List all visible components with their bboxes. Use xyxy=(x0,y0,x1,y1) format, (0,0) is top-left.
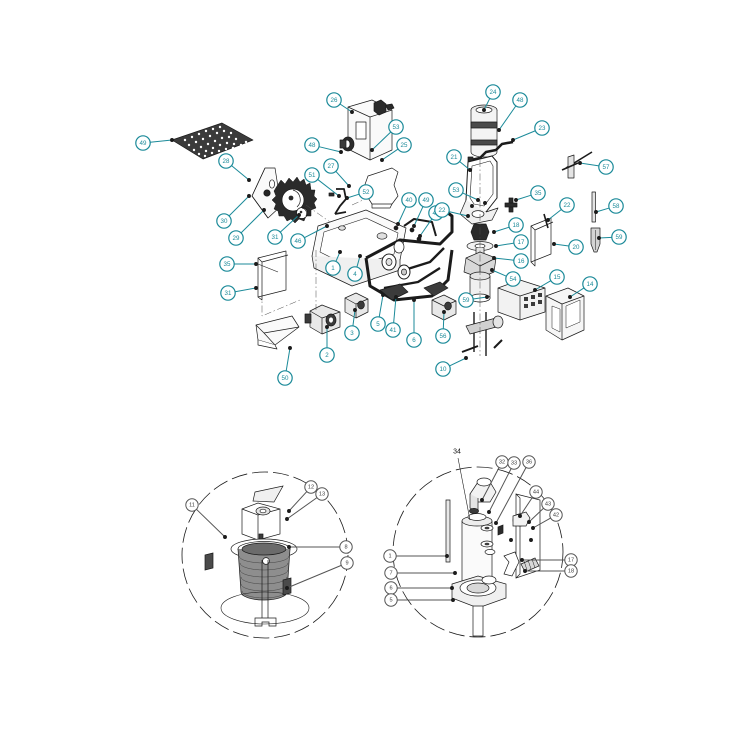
detail-right-arrows xyxy=(445,498,535,602)
detail-left-arrows xyxy=(223,509,291,590)
callout-11[interactable]: 11 xyxy=(185,498,199,512)
callout-49[interactable]: 49 xyxy=(418,192,434,208)
part-terminal-block xyxy=(497,279,546,321)
callout-16[interactable]: 16 xyxy=(513,253,529,269)
callout-25[interactable]: 25 xyxy=(396,137,412,153)
callout-33[interactable]: 33 xyxy=(507,456,521,470)
callout-48[interactable]: 48 xyxy=(304,137,320,153)
callout-41[interactable]: 41 xyxy=(385,322,401,338)
detail-right-drawing xyxy=(392,457,565,638)
callout-13[interactable]: 13 xyxy=(315,487,329,501)
callout-9[interactable]: 9 xyxy=(340,556,354,570)
callout-31[interactable]: 31 xyxy=(267,229,283,245)
callout-44[interactable]: 44 xyxy=(529,485,543,499)
callout-1[interactable]: 1 xyxy=(383,549,397,563)
callout-29[interactable]: 29 xyxy=(228,230,244,246)
callout-22[interactable]: 22 xyxy=(434,202,450,218)
part-connector-block-b xyxy=(344,292,369,319)
plain-label-group: 34 xyxy=(453,449,461,456)
callout-4[interactable]: 4 xyxy=(347,266,363,282)
callout-52[interactable]: 52 xyxy=(358,184,374,200)
detail-left-leaders xyxy=(196,491,342,589)
callout-6[interactable]: 6 xyxy=(406,332,422,348)
callout-6[interactable]: 6 xyxy=(384,581,398,595)
part-upper-housing xyxy=(339,99,395,161)
part-pin-59 xyxy=(590,227,601,253)
callout-23[interactable]: 23 xyxy=(534,120,550,136)
callout-48[interactable]: 48 xyxy=(512,92,528,108)
main-leader-lines xyxy=(150,98,612,371)
callout-32[interactable]: 32 xyxy=(495,455,509,469)
callout-30[interactable]: 30 xyxy=(216,213,232,229)
callout-42[interactable]: 42 xyxy=(549,508,563,522)
part-chassis-frame xyxy=(364,208,454,302)
callout-54[interactable]: 54 xyxy=(505,271,521,287)
callout-50[interactable]: 50 xyxy=(277,370,293,386)
callout-22[interactable]: 22 xyxy=(559,197,575,213)
callout-24[interactable]: 24 xyxy=(485,84,501,100)
callout-43[interactable]: 43 xyxy=(541,497,555,511)
callout-18[interactable]: 18 xyxy=(508,217,524,233)
callout-21[interactable]: 21 xyxy=(446,149,462,165)
callout-5[interactable]: 5 xyxy=(370,316,386,332)
detail-left-drawing xyxy=(181,471,349,639)
callout-3[interactable]: 3 xyxy=(344,325,360,341)
callout-35[interactable]: 35 xyxy=(530,185,546,201)
callout-53[interactable]: 53 xyxy=(388,119,404,135)
callout-46[interactable]: 46 xyxy=(290,233,306,249)
callout-58[interactable]: 58 xyxy=(608,198,624,214)
callout-8[interactable]: 8 xyxy=(339,540,353,554)
detail-circle-left xyxy=(181,471,349,639)
part-round-cap xyxy=(296,207,308,219)
callout-27[interactable]: 27 xyxy=(323,158,339,174)
callout-15[interactable]: 15 xyxy=(549,269,565,285)
part-lower-fasteners xyxy=(431,294,504,356)
part-pivot-pin xyxy=(263,189,271,197)
part-motor-canister xyxy=(470,104,498,158)
detail-right-leaders xyxy=(396,467,565,601)
callout-10[interactable]: 10 xyxy=(435,361,451,377)
part-flat-panel-left xyxy=(257,250,289,301)
part-pin-58 xyxy=(591,191,596,223)
part-hose-clamps xyxy=(393,225,422,242)
callout-49[interactable]: 49 xyxy=(135,135,151,151)
main-leader-arrows xyxy=(170,108,601,360)
callout-17[interactable]: 17 xyxy=(513,234,529,250)
main-assembly-drawing xyxy=(150,98,612,371)
callout-56[interactable]: 56 xyxy=(435,328,451,344)
callout-53[interactable]: 53 xyxy=(448,182,464,198)
callout-31[interactable]: 31 xyxy=(220,285,236,301)
callout-26[interactable]: 26 xyxy=(326,92,342,108)
callout-2[interactable]: 2 xyxy=(319,347,335,363)
part-pin-35 xyxy=(504,197,518,213)
callout-57[interactable]: 57 xyxy=(598,159,614,175)
part-long-rod-57 xyxy=(561,151,593,179)
callout-18[interactable]: 18 xyxy=(564,564,578,578)
callout-28[interactable]: 28 xyxy=(218,153,234,169)
plain-label-34: 34 xyxy=(453,449,461,456)
callout-1[interactable]: 1 xyxy=(325,260,341,276)
callout-7[interactable]: 7 xyxy=(384,566,398,580)
part-connector-block-a xyxy=(304,304,341,335)
callout-14[interactable]: 14 xyxy=(582,276,598,292)
callout-20[interactable]: 20 xyxy=(568,239,584,255)
callout-59[interactable]: 59 xyxy=(458,292,474,308)
callout-51[interactable]: 51 xyxy=(304,167,320,183)
part-mesh-plate xyxy=(171,122,254,160)
part-enclosure-box xyxy=(545,287,585,341)
callout-35[interactable]: 35 xyxy=(219,256,235,272)
callout-40[interactable]: 40 xyxy=(401,192,417,208)
callout-5[interactable]: 5 xyxy=(384,593,398,607)
callout-59[interactable]: 59 xyxy=(611,229,627,245)
callout-12[interactable]: 12 xyxy=(304,480,318,494)
part-chute xyxy=(255,315,300,350)
part-gasket-plate xyxy=(530,213,554,267)
callout-36[interactable]: 36 xyxy=(522,455,536,469)
